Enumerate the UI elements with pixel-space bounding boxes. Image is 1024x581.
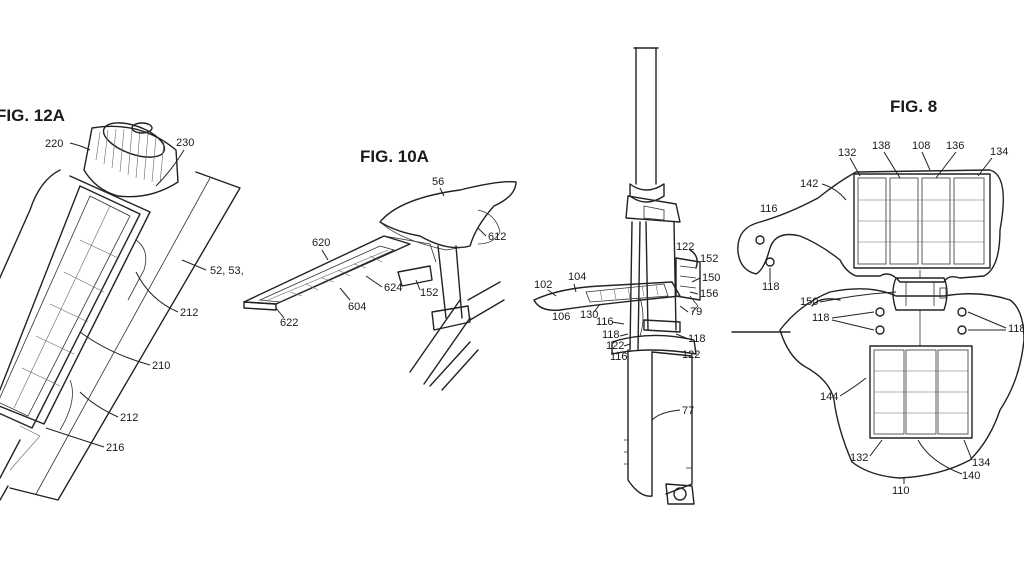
label-216: 216	[106, 442, 124, 454]
label-fork-150: 150	[702, 272, 720, 284]
label-fork-116-a: 116	[596, 316, 614, 328]
label-fork-122-left: 122	[606, 340, 624, 352]
label-fig8-142: 142	[800, 178, 818, 190]
label-fork-79: 79	[690, 306, 702, 318]
fig-8-title: FIG. 8	[890, 97, 937, 116]
label-fig8-118-mid: 118	[812, 312, 830, 324]
label-fig8-132-bottom: 132	[850, 452, 868, 464]
label-52-53: 52, 53,	[210, 265, 244, 277]
label-624: 624	[384, 282, 402, 294]
label-fig8-144: 144	[820, 391, 838, 403]
label-604: 604	[348, 301, 366, 313]
label-210: 210	[152, 360, 170, 372]
label-fork-122-right: 122	[682, 349, 700, 361]
label-220: 220	[45, 138, 63, 150]
label-fig8-138: 138	[872, 140, 890, 152]
label-fork-152: 152	[700, 253, 718, 265]
label-fork-104: 104	[568, 271, 586, 283]
label-fork-116-b: 116	[610, 351, 628, 363]
label-fig8-150: 150	[800, 296, 818, 308]
label-212-upper: 212	[180, 307, 198, 319]
fork-drawing	[534, 48, 700, 504]
label-fig8-116: 116	[760, 203, 778, 215]
label-fig8-140: 140	[962, 470, 980, 482]
label-fig8-118-left: 118	[762, 281, 780, 293]
label-fork-156: 156	[700, 288, 718, 300]
label-152: 152	[420, 287, 438, 299]
label-fig8-108: 108	[912, 140, 930, 152]
label-230: 230	[176, 137, 194, 149]
fig-8-labels: FIG. 8 132 138 108 136 134 142 116 118 1…	[760, 97, 1024, 497]
label-212-lower: 212	[120, 412, 138, 424]
fig-12a-title: FIG. 12A	[0, 106, 65, 125]
label-fig8-132-top: 132	[838, 147, 856, 159]
label-620: 620	[312, 237, 330, 249]
label-fig8-134-top: 134	[990, 146, 1008, 158]
label-fork-77: 77	[682, 405, 694, 417]
label-622: 622	[280, 317, 298, 329]
label-fork-122-top: 122	[676, 241, 694, 253]
label-fork-106: 106	[552, 311, 570, 323]
label-fork-118-right: 118	[688, 333, 706, 345]
label-56: 56	[432, 176, 444, 188]
fig-12a-labels: FIG. 12A 220 230 52, 53, 212 210 212 216	[0, 106, 244, 454]
label-612: 612	[488, 231, 506, 243]
label-fig8-110: 110	[892, 485, 910, 497]
label-fork-102: 102	[534, 279, 552, 291]
label-fig8-136: 136	[946, 140, 964, 152]
fig-10a-title: FIG. 10A	[360, 147, 429, 166]
label-fig8-134-bottom: 134	[972, 457, 990, 469]
fig-8-drawing	[738, 170, 1024, 478]
label-fig8-118-right: 118	[1008, 323, 1024, 335]
